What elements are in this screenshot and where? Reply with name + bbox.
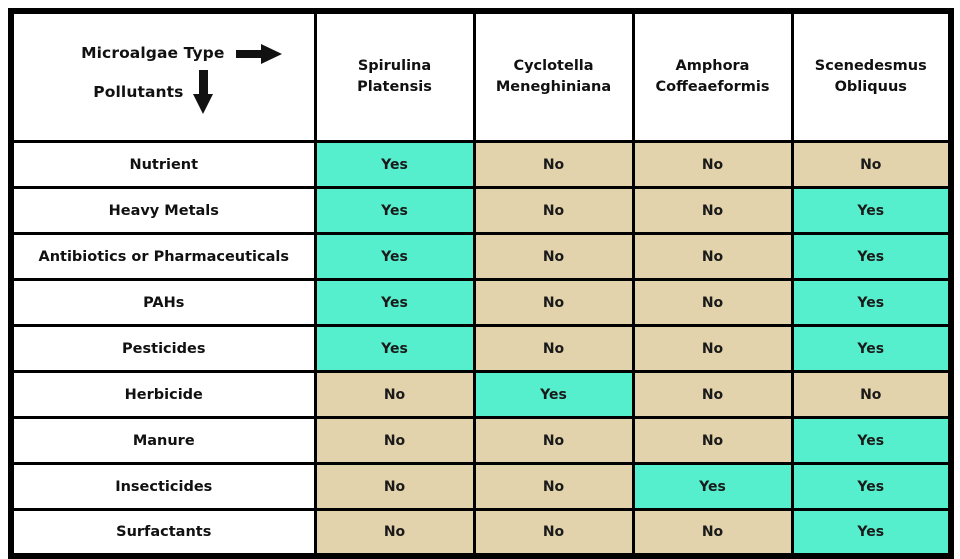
column-header-cyclotella-meneghiniana: Cyclotella Meneghiniana — [472, 9, 635, 143]
column-header-amphora-coffeaeformis: Amphora Coffeaeformis — [631, 9, 794, 143]
row-header-label: Pesticides — [9, 324, 317, 373]
column-header-line-1: Amphora — [675, 57, 750, 74]
matrix-cell: No — [472, 462, 635, 511]
matrix-cell: Yes — [631, 462, 794, 511]
matrix-cell: Yes — [790, 186, 953, 235]
matrix-cell: Yes — [313, 232, 476, 281]
arrow-down-icon — [192, 70, 213, 114]
matrix-cell: Yes — [313, 324, 476, 373]
matrix-cell: No — [313, 370, 476, 419]
column-header-line-1: Scenedesmus — [814, 57, 927, 74]
matrix-cell: Yes — [790, 416, 953, 465]
row-axis-label: Pollutants — [93, 83, 184, 101]
column-header-scenedesmus-obliquus: Scenedesmus Obliquus — [790, 9, 953, 143]
column-header-spirulina-platensis: Spirulina Platensis — [313, 9, 476, 143]
matrix-cell: No — [472, 324, 635, 373]
row-header-label: Heavy Metals — [9, 186, 317, 235]
column-header-line-2: Platensis — [357, 79, 432, 95]
matrix-cell: No — [631, 324, 794, 373]
row-axis-legend: Pollutants — [93, 70, 289, 114]
table-header: Microalgae Type Pollutants — [9, 9, 953, 143]
matrix-cell: No — [631, 370, 794, 419]
column-header-line-1: Spirulina — [357, 57, 432, 74]
matrix-cell: No — [472, 278, 635, 327]
matrix-cell: No — [790, 140, 953, 189]
matrix-cell: No — [472, 232, 635, 281]
matrix-cell: Yes — [313, 278, 476, 327]
matrix-cell: No — [631, 140, 794, 189]
matrix-cell: Yes — [790, 508, 953, 557]
matrix-cell: No — [631, 186, 794, 235]
row-header-label: Insecticides — [9, 462, 317, 511]
matrix-cell: Yes — [790, 324, 953, 373]
matrix-cell: Yes — [790, 462, 953, 511]
matrix-cell: No — [631, 278, 794, 327]
column-header-line-1: Cyclotella — [513, 57, 594, 74]
column-axis-label: Microalgae Type — [81, 44, 225, 62]
matrix-cell: Yes — [472, 370, 635, 419]
matrix-cell: No — [631, 416, 794, 465]
column-axis-legend: Microalgae Type — [81, 43, 289, 64]
matrix-cell: No — [631, 508, 794, 557]
column-header-line-2: Coffeaeformis — [655, 79, 770, 95]
matrix-cell: No — [313, 508, 476, 557]
matrix-cell: Yes — [313, 140, 476, 189]
microalgae-pollutant-matrix: Microalgae Type Pollutants — [8, 8, 954, 559]
matrix-cell: Yes — [790, 278, 953, 327]
matrix-cell: Yes — [790, 232, 953, 281]
row-header-label: Herbicide — [9, 370, 317, 419]
arrow-right-icon — [235, 43, 282, 64]
matrix-cell: No — [472, 508, 635, 557]
column-header-line-2: Obliquus — [834, 79, 907, 95]
row-header-label: Manure — [9, 416, 317, 465]
matrix-cell: Yes — [313, 186, 476, 235]
column-header-line-2: Meneghiniana — [495, 79, 612, 95]
matrix-cell: No — [631, 232, 794, 281]
matrix-cell: No — [790, 370, 953, 419]
axis-legend-cell: Microalgae Type Pollutants — [9, 9, 317, 143]
header-row: Microalgae Type Pollutants — [9, 9, 953, 143]
matrix-cell: No — [313, 416, 476, 465]
row-header-label: Nutrient — [9, 140, 317, 189]
row-header-label: Antibiotics or Pharmaceuticals — [9, 232, 317, 281]
matrix-cell: No — [472, 416, 635, 465]
row-header-label: Surfactants — [9, 508, 317, 557]
matrix-cell: No — [472, 140, 635, 189]
matrix-cell: No — [472, 186, 635, 235]
row-header-label: PAHs — [9, 278, 317, 327]
matrix-cell: No — [313, 462, 476, 511]
